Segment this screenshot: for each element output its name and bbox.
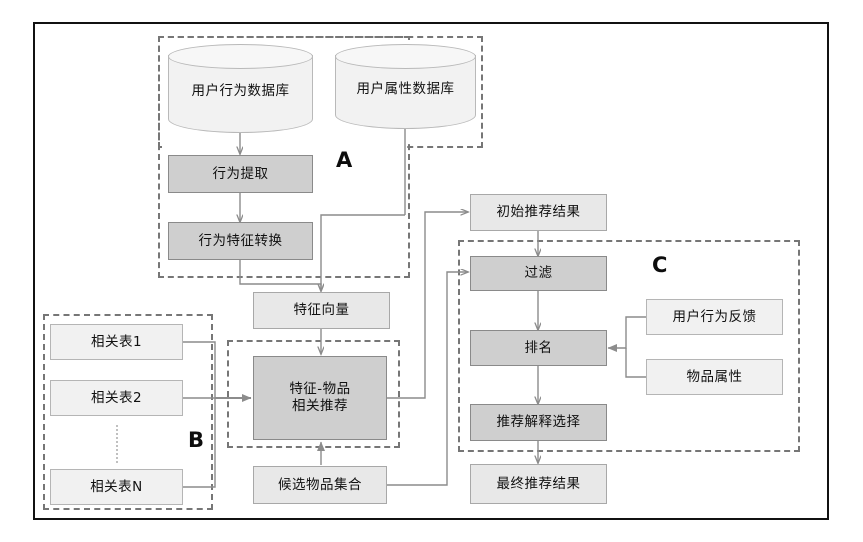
node-final-result[interactable]: 最终推荐结果 [470,464,607,504]
group-b-label: B [188,428,205,452]
group-a-label: A [336,148,353,172]
node-explain-select[interactable]: 推荐解释选择 [470,404,607,441]
node-related-table-1[interactable]: 相关表1 [50,324,183,360]
user-behavior-db: 用户行为数据库 [168,44,313,133]
node-related-table-2[interactable]: 相关表2 [50,380,183,416]
user-attribute-db-label: 用户属性数据库 [356,80,455,97]
node-user-behavior-feedback[interactable]: 用户行为反馈 [646,299,783,335]
node-behavior-feature-transform[interactable]: 行为特征转换 [168,222,313,260]
node-feature-item-recommender[interactable]: 特征-物品 相关推荐 [253,356,387,440]
node-item-attribute[interactable]: 物品属性 [646,359,783,395]
user-behavior-db-label: 用户行为数据库 [191,82,290,99]
node-related-table-n[interactable]: 相关表N [50,469,183,505]
node-candidate-item-set[interactable]: 候选物品集合 [253,466,387,504]
node-filter[interactable]: 过滤 [470,256,607,291]
group-c-label: C [652,253,668,277]
node-behavior-extract[interactable]: 行为提取 [168,155,313,193]
node-initial-result[interactable]: 初始推荐结果 [470,194,607,231]
cylinder-top [335,44,476,69]
related-tables-ellipsis [116,425,120,463]
cylinder-top [168,44,313,69]
node-feature-vector[interactable]: 特征向量 [253,292,390,329]
user-attribute-db: 用户属性数据库 [335,44,476,129]
node-rank[interactable]: 排名 [470,330,607,366]
